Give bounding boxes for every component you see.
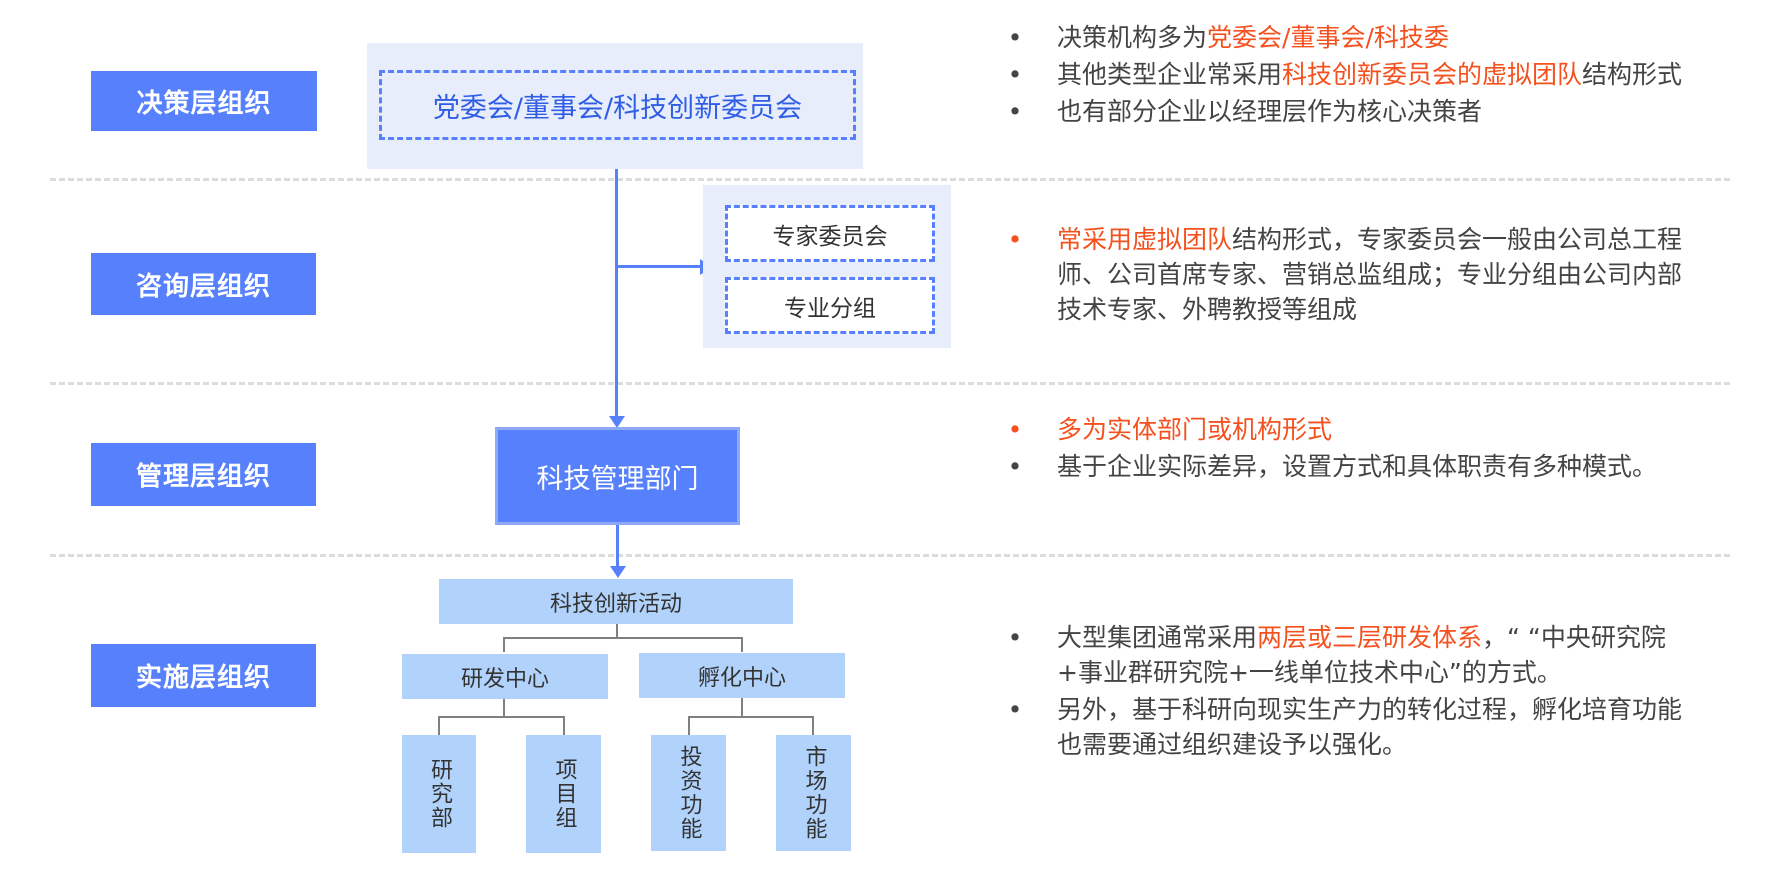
note-item: • 另外，基于科研向现实生产力的转化过程，孵化培育功能也需要通过组织建设予以强化。 [1005, 692, 1695, 762]
tree-line-rd-left [438, 716, 440, 735]
note-text: 也有部分企业以经理层作为核心决策者 [1057, 97, 1483, 126]
tree-line-rd-up [503, 637, 505, 652]
notes-implementation: • 大型集团通常采用两层或三层研发体系，“ “中央研究院+事业群研究院+一线单位技… [1005, 620, 1695, 764]
tree-line-rd-down [503, 699, 505, 716]
unit-box-market: 市场功能 [776, 735, 851, 851]
note-highlight: 多为实体部门或机构形式 [1057, 415, 1333, 444]
bullet-icon: • [1007, 415, 1023, 444]
note-item: • 多为实体部门或机构形式 [1005, 412, 1695, 447]
note-highlight: 两层或三层研发体系 [1257, 623, 1483, 652]
tree-line-inc-left [688, 716, 690, 735]
note-text: ，“ “中央研究院+事业群研究院+一线单位技术中心”的方式。 [1057, 623, 1666, 687]
unit-label-market: 市场功能 [801, 745, 827, 841]
connector-main [615, 169, 618, 420]
layer-divider-2 [50, 382, 1730, 385]
layer-divider-3 [50, 554, 1730, 557]
note-text: 基于企业实际差异，设置方式和具体职责有多种模式。 [1057, 452, 1658, 481]
notes-consult: • 常采用虚拟团队结构形式，专家委员会一般由公司总工程师、公司首席专家、营销总监组… [1005, 222, 1695, 329]
layer-label-implementation: 实施层组织 [91, 644, 316, 707]
bullet-icon: • [1007, 695, 1023, 724]
bullet-icon: • [1007, 225, 1023, 254]
decision-panel [367, 43, 863, 169]
notes-decision: • 决策机构多为党委会/董事会/科技委 • 其他类型企业常采用科技创新委员会的虚拟团队… [1005, 20, 1705, 131]
note-text: 其他类型企业常采用 [1057, 60, 1283, 89]
note-item: • 大型集团通常采用两层或三层研发体系，“ “中央研究院+事业群研究院+一线单位技… [1005, 620, 1695, 690]
note-item: • 也有部分企业以经理层作为核心决策者 [1005, 94, 1705, 129]
note-item: • 其他类型企业常采用科技创新委员会的虚拟团队结构形式 [1005, 57, 1705, 92]
note-item: • 决策机构多为党委会/董事会/科技委 [1005, 20, 1705, 55]
note-item: • 常采用虚拟团队结构形式，专家委员会一般由公司总工程师、公司首席专家、营销总监组… [1005, 222, 1695, 327]
unit-label-project: 项目组 [551, 758, 577, 830]
management-box: 科技管理部门 [495, 427, 740, 525]
center-box-rd: 研发中心 [402, 654, 608, 699]
consult-box-groups: 专业分组 [725, 277, 935, 334]
tree-line-root-h [503, 637, 743, 639]
unit-box-research: 研究部 [402, 735, 476, 853]
consult-box-experts: 专家委员会 [725, 205, 935, 262]
unit-box-investment: 投资功能 [651, 735, 726, 851]
connector-consult [616, 265, 708, 268]
tree-line-rd-h [438, 716, 565, 718]
layer-divider-1 [50, 178, 1730, 181]
impl-root-box: 科技创新活动 [439, 579, 793, 624]
note-text: 大型集团通常采用 [1057, 623, 1258, 652]
arrow-to-implementation-icon [610, 566, 626, 578]
tree-line-inc-down [741, 698, 743, 716]
bullet-icon: • [1007, 97, 1023, 126]
bullet-icon: • [1007, 60, 1023, 89]
arrow-to-management-icon [609, 416, 625, 428]
note-text: 决策机构多为 [1057, 23, 1208, 52]
tree-line-rd-right [563, 716, 565, 735]
layer-label-consult: 咨询层组织 [91, 253, 316, 315]
notes-management: • 多为实体部门或机构形式 • 基于企业实际差异，设置方式和具体职责有多种模式。 [1005, 412, 1695, 486]
center-box-incubation: 孵化中心 [639, 653, 845, 698]
layer-label-management: 管理层组织 [91, 443, 316, 506]
tree-line-inc-right [812, 716, 814, 735]
bullet-icon: • [1007, 23, 1023, 52]
bullet-icon: • [1007, 452, 1023, 481]
unit-box-project: 项目组 [526, 735, 601, 853]
note-text: 结构形式，专家委员会一般由公司总工程师、公司首席专家、营销总监组成；专业分组由公… [1057, 225, 1683, 324]
unit-label-investment: 投资功能 [676, 745, 702, 841]
note-item: • 基于企业实际差异，设置方式和具体职责有多种模式。 [1005, 449, 1695, 484]
tree-line-inc-h [688, 716, 813, 718]
note-highlight: 科技创新委员会的虚拟团队 [1282, 60, 1583, 89]
note-highlight: 常采用虚拟团队 [1057, 225, 1233, 254]
tree-line-inc-up [741, 637, 743, 652]
unit-label-research: 研究部 [427, 758, 452, 830]
note-text: 结构形式 [1582, 60, 1683, 89]
layer-label-decision: 决策层组织 [91, 71, 317, 131]
decision-body-box: 党委会/董事会/科技创新委员会 [379, 70, 856, 140]
note-highlight: 党委会/董事会/科技委 [1207, 23, 1449, 52]
bullet-icon: • [1007, 623, 1023, 652]
connector-implementation [616, 525, 619, 572]
note-text: 另外，基于科研向现实生产力的转化过程，孵化培育功能也需要通过组织建设予以强化。 [1057, 695, 1683, 759]
tree-line-root-down [616, 624, 618, 638]
